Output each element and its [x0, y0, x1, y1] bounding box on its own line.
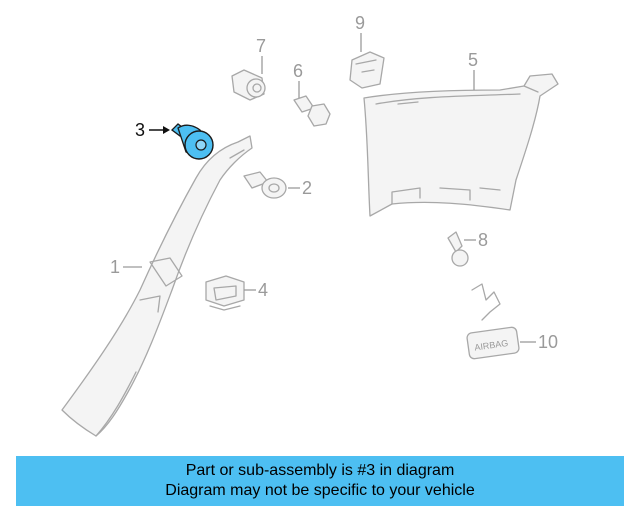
callout-label-4: 4: [258, 280, 268, 300]
callout-label-10: 10: [538, 332, 558, 352]
callout-6: 6: [293, 61, 303, 98]
part-3-clip-highlighted: [171, 123, 214, 160]
part-9-bracket: [349, 51, 385, 89]
part-4-bracket-clip: [205, 275, 245, 311]
part-6-bolt: [293, 95, 331, 127]
callout-7: 7: [256, 36, 266, 74]
airbag-label-text: AIRBAG: [474, 338, 509, 353]
part-7-grommet: [231, 69, 266, 101]
callout-9: 9: [355, 13, 365, 52]
callout-label-6: 6: [293, 61, 303, 81]
part-10-airbag-label: AIRBAG: [466, 283, 520, 360]
part-5-trim-panel: [363, 73, 559, 217]
info-banner: Part or sub-assembly is #3 in diagram Di…: [16, 456, 624, 506]
parts-diagram: AIRBAG 1 2 3 4 5 6 7 8 9 10: [61, 13, 559, 437]
part-2-stud: [243, 171, 287, 199]
callout-label-1: 1: [110, 257, 120, 277]
callout-2: 2: [288, 178, 312, 198]
part-1-pillar-trim: [61, 135, 253, 437]
callout-label-8: 8: [478, 230, 488, 250]
callout-label-5: 5: [468, 50, 478, 70]
callout-10: 10: [520, 332, 558, 352]
callout-label-3: 3: [135, 120, 145, 140]
callout-5: 5: [468, 50, 478, 90]
banner-line-2: Diagram may not be specific to your vehi…: [165, 482, 475, 499]
part-8-bolt: [447, 231, 469, 267]
callout-4: 4: [244, 280, 268, 300]
callout-label-7: 7: [256, 36, 266, 56]
callout-label-2: 2: [302, 178, 312, 198]
banner-line-1: Part or sub-assembly is #3 in diagram: [185, 462, 455, 479]
callout-8: 8: [464, 230, 488, 250]
callout-label-9: 9: [355, 13, 365, 33]
callout-3: 3: [135, 120, 170, 140]
callout-1: 1: [110, 257, 142, 277]
